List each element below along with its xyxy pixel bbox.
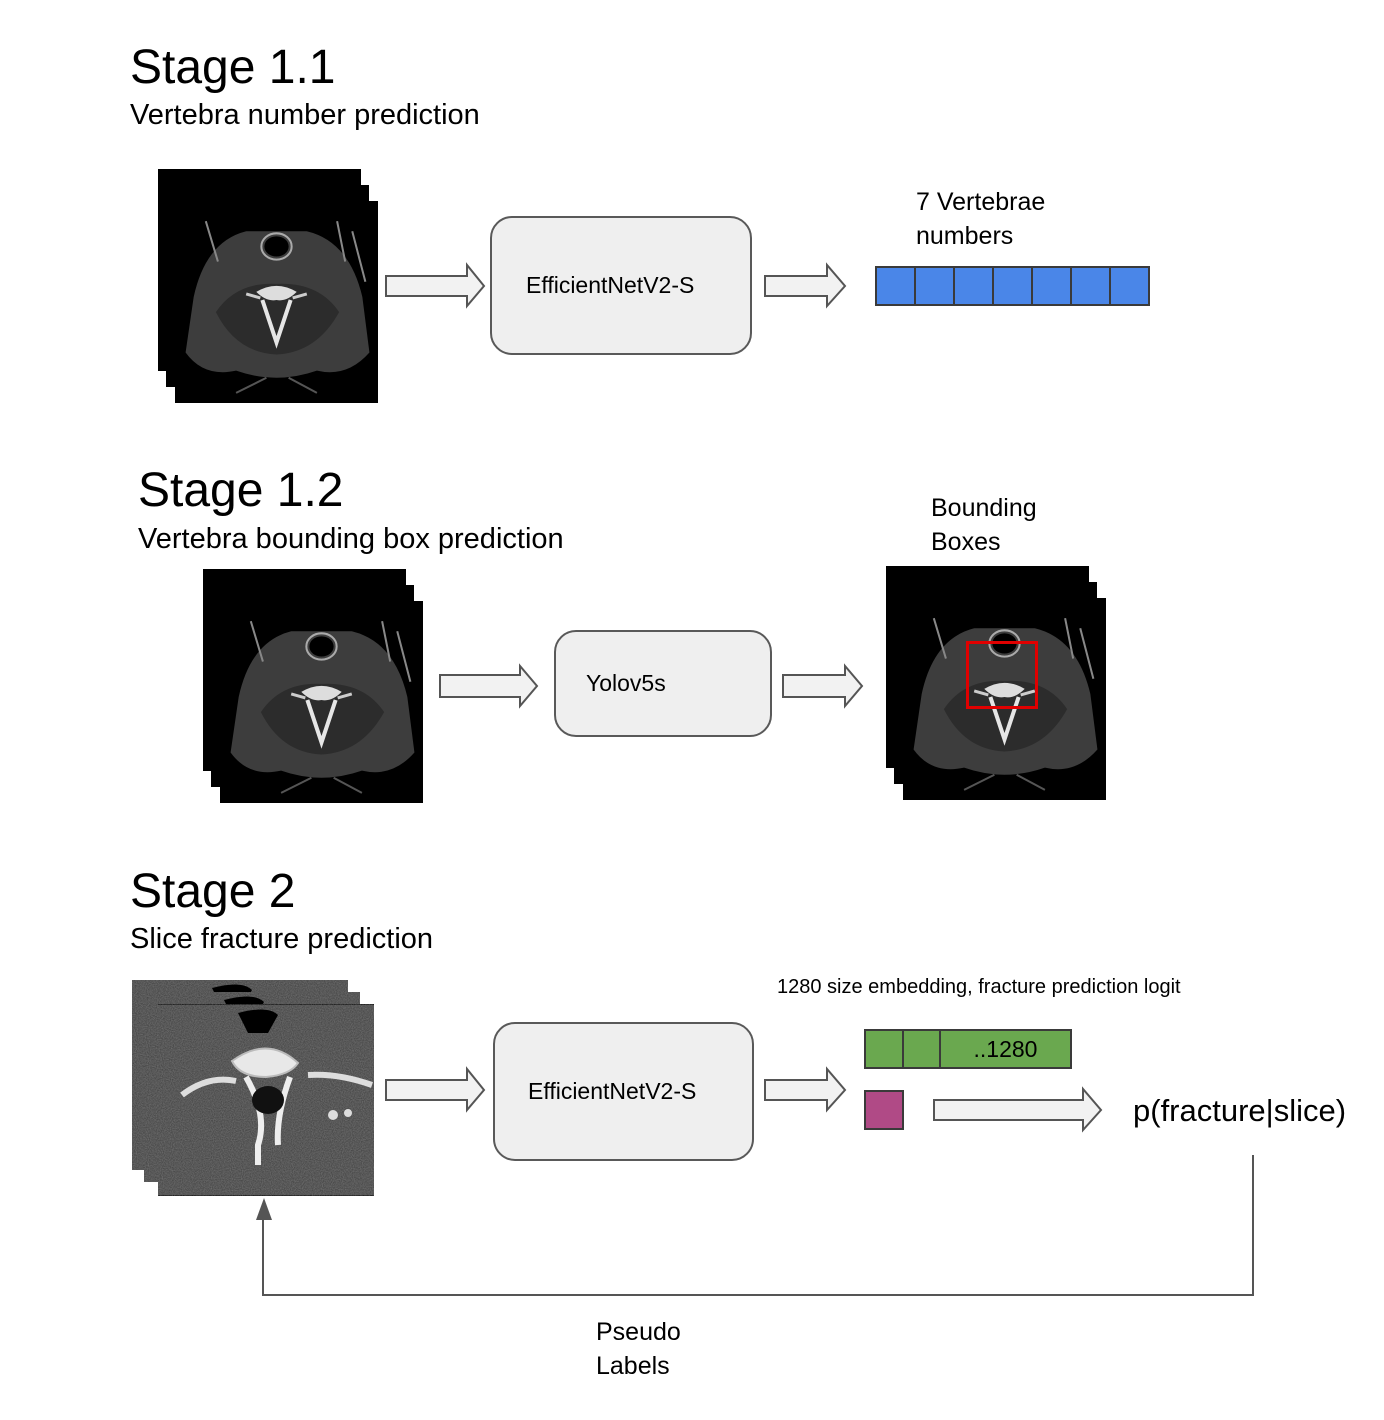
efficientnet-model-box: EfficientNetV2-S [490, 216, 752, 355]
right-arrow-icon [764, 262, 847, 309]
bounding-box-icon [886, 566, 1107, 800]
ct-scan-stack-icon [203, 569, 424, 803]
probability-output: p(fracture|slice) [1133, 1093, 1347, 1128]
vector-cell [914, 266, 955, 306]
feedback-arrowhead-icon [256, 1198, 272, 1220]
stage-1-1-subtitle: Vertebra number prediction [130, 99, 480, 131]
embedding-cell [902, 1029, 941, 1069]
right-arrow-icon [439, 663, 539, 709]
embedding-cell [864, 1029, 904, 1069]
bounding-boxes-label: Bounding Boxes [931, 491, 1037, 559]
model-label: EfficientNetV2-S [526, 272, 695, 298]
label-line-2: Boxes [931, 528, 1001, 556]
stage-1-1-title: Stage 1.1 [130, 41, 336, 94]
right-arrow-icon [385, 1066, 486, 1113]
model-label: EfficientNetV2-S [528, 1078, 697, 1104]
right-arrow-icon [782, 663, 864, 709]
vector-cell [992, 266, 1033, 306]
vector-cell [1070, 266, 1111, 306]
right-arrow-icon [385, 262, 486, 309]
ct-scan-stack-icon [158, 169, 378, 403]
model-label: Yolov5s [586, 670, 666, 696]
pseudo-labels-feedback-line [262, 1155, 1254, 1296]
label-line-2: numbers [916, 222, 1014, 250]
stage-1-2-subtitle: Vertebra bounding box prediction [138, 523, 564, 555]
vertebra-bounding-box [966, 641, 1038, 709]
label-line-1: Pseudo [596, 1318, 681, 1346]
vector-cell [1109, 266, 1150, 306]
embedding-cell-last: ..1280 [939, 1029, 1072, 1069]
right-arrow-icon [933, 1086, 1103, 1133]
embedding-vector: ..1280 [864, 1029, 1072, 1069]
right-arrow-icon [764, 1066, 847, 1113]
vertebrae-numbers-label: 7 Vertebrae numbers [916, 185, 1045, 253]
embedding-caption: 1280 size embedding, fracture prediction… [777, 976, 1181, 998]
efficientnet-model-box: EfficientNetV2-S [493, 1022, 754, 1161]
yolo-model-box: Yolov5s [554, 630, 772, 737]
vertebrae-output-vector [875, 266, 1150, 306]
label-line-2: Labels [596, 1352, 670, 1380]
label-line-1: 7 Vertebrae [916, 188, 1046, 216]
label-line-1: Bounding [931, 494, 1037, 522]
stage-1-2-title: Stage 1.2 [138, 464, 344, 517]
stage-2-title: Stage 2 [130, 865, 296, 918]
stage-2-subtitle: Slice fracture prediction [130, 923, 434, 955]
pseudo-labels-label: Pseudo Labels [596, 1315, 681, 1383]
ct-scan-stack-icon [132, 980, 375, 1196]
embedding-cell-label: ..1280 [973, 1035, 1038, 1062]
logit-cell [864, 1090, 904, 1130]
